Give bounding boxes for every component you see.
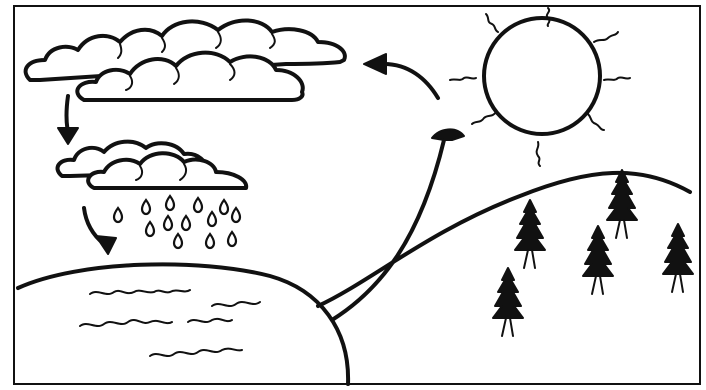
raindrop-icon [166,196,174,210]
raindrop-icon [232,208,240,222]
raindrop-icon [194,198,202,212]
sun-icon [450,8,630,166]
raindrop-icon [208,212,216,226]
raindrops [114,196,240,248]
raindrop-icon [114,208,122,222]
evaporation-arrow [332,129,464,320]
pine-tree-icon [583,226,613,294]
pine-tree-icon [663,224,693,292]
raindrop-icon [228,232,236,246]
raindrop-icon [206,234,214,248]
cloud-return-arrow [364,54,438,98]
lake [18,264,348,384]
raindrop-icon [142,200,150,214]
raindrop-icon [146,222,154,236]
cloud-to-rain-arrow [58,96,78,144]
raindrop-icon [220,200,228,214]
raindrop-icon [174,234,182,248]
raindrop-icon [182,216,190,230]
pine-tree-icon [493,268,523,336]
pine-tree-icon [515,200,545,268]
rain-to-water-arrow [84,208,116,254]
pine-tree-icon [607,170,637,238]
raindrop-icon [164,216,172,230]
water-waves [80,290,260,356]
